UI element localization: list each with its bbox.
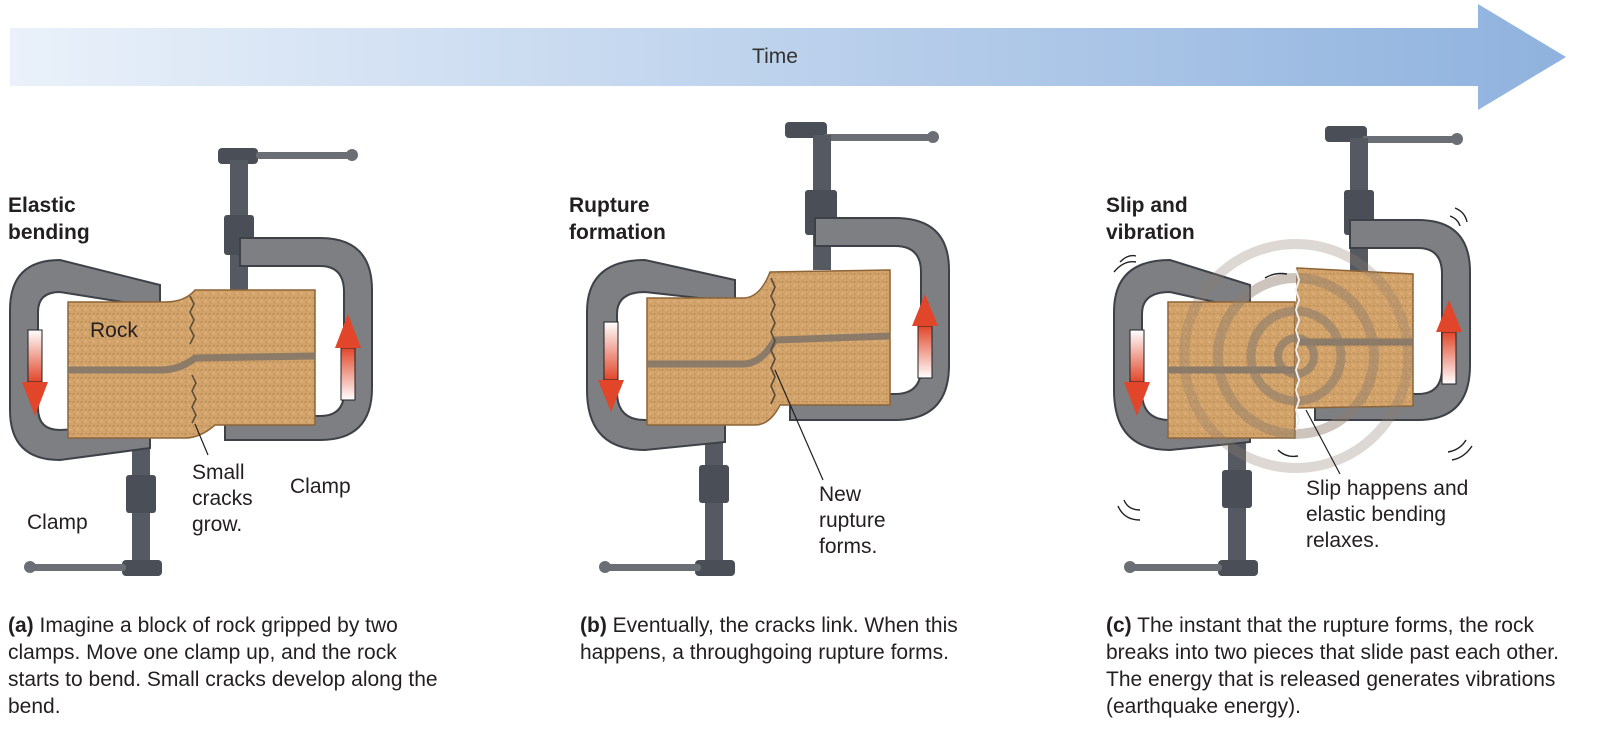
slip-label: Slip happens and elastic bending relaxes… — [1306, 477, 1469, 552]
stage-title: Slip and vibration — [1106, 194, 1195, 244]
small-cracks-label: Small cracks grow. — [192, 461, 253, 536]
caption-c: (c) The instant that the rupture forms, … — [1106, 614, 1559, 718]
panel-rupture-formation: Rupture formation New rupture forms. — [565, 120, 1105, 600]
time-label: Time — [752, 45, 798, 68]
stage-title: Elastic bending — [8, 194, 90, 244]
clamp-rock-illustration-c — [1113, 126, 1473, 576]
panel-elastic-bending: Elastic bending Rock Small cracks grow. … — [0, 120, 540, 600]
clamp-label-right: Clamp — [290, 475, 351, 498]
time-arrow — [10, 4, 1566, 110]
caption-a: (a) Imagine a block of rock gripped by t… — [8, 614, 438, 718]
clamp-rock-illustration-a — [9, 148, 373, 576]
stage-title: Rupture formation — [569, 194, 666, 244]
clamp-rock-illustration-b — [586, 122, 950, 576]
new-rupture-label: New rupture forms. — [819, 483, 886, 558]
clamp-label-left: Clamp — [27, 511, 88, 534]
caption-b: (b) Eventually, the cracks link. When th… — [580, 614, 958, 664]
panel-slip-vibration: Slip and vibration Slip happens and elas… — [1100, 120, 1600, 600]
rock-label: Rock — [90, 319, 138, 342]
